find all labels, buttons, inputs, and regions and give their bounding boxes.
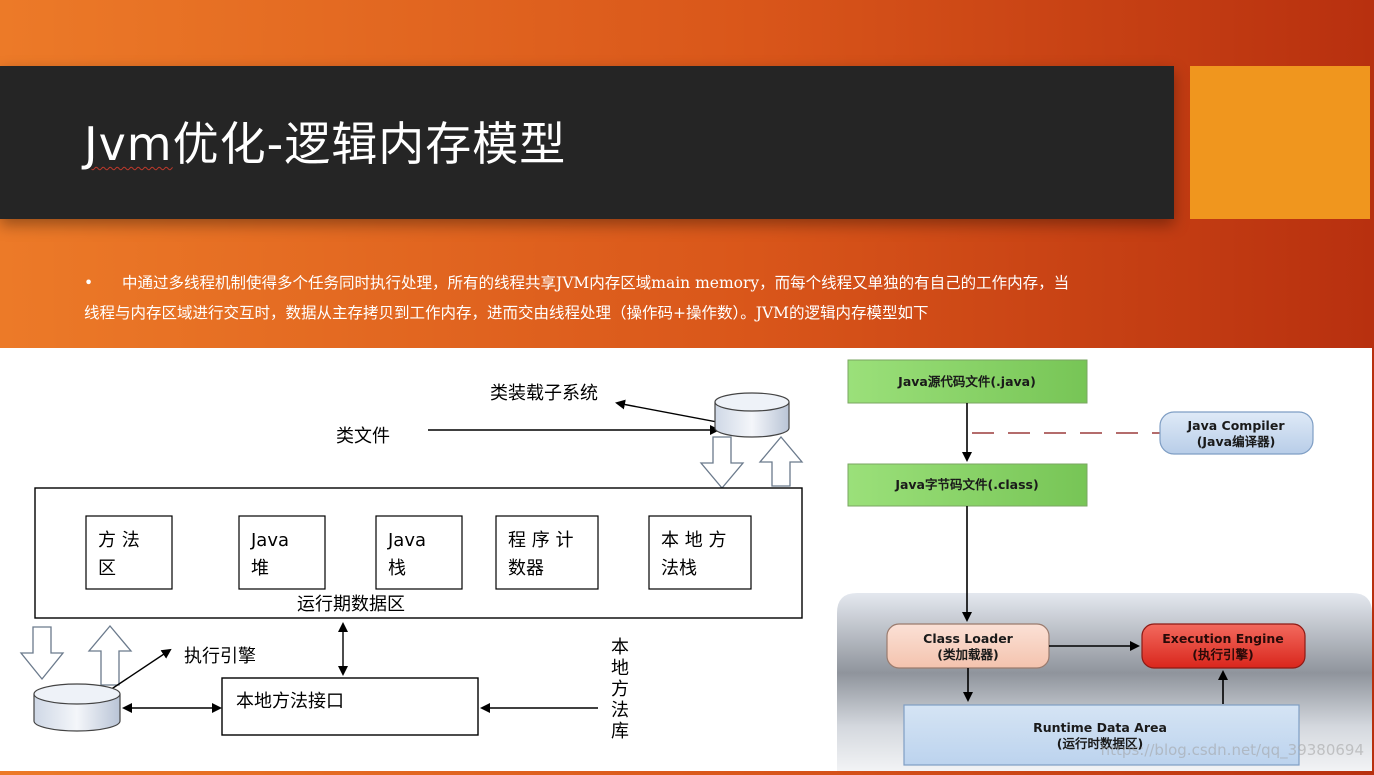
native-interface-label: 本地方法接口 (236, 691, 344, 712)
execution-engine-line1: Execution Engine (1162, 631, 1284, 646)
class-loader-line2: (类加载器) (937, 647, 998, 662)
diagrams-svg: 类装载子系统 类文件 运行期数据区 方 法 区 Java 堆 (19, 359, 1372, 771)
up-block-arrow-icon-2 (87, 624, 133, 686)
execution-engine-label: 执行引擎 (184, 646, 256, 667)
java-stack-line1: Java (387, 530, 426, 551)
paragraph-line-2: 线程与内存区域进行交互时，数据从主存拷贝到工作内存，进而交由线程处理（操作码+操… (84, 304, 929, 322)
diagram-area: 类装载子系统 类文件 运行期数据区 方 法 区 Java 堆 (0, 348, 1372, 771)
java-heap-box (238, 515, 326, 590)
java-stack-box (375, 515, 463, 590)
java-heap-line2: 堆 (251, 558, 269, 579)
native-library-char-5: 库 (611, 721, 629, 742)
down-block-arrow-icon-2 (19, 626, 65, 681)
top-disk-icon (714, 392, 790, 438)
title-rest: 优化-逻辑内存模型 (172, 117, 567, 171)
method-area-line1: 方 法 (98, 530, 140, 551)
runtime-area-line2: (运行时数据区) (1057, 736, 1143, 751)
right-jvm-flow-diagram: Java源代码文件(.java) Java Compiler (Java编译器)… (837, 359, 1372, 771)
java-compiler-line1: Java Compiler (1187, 418, 1286, 433)
java-bytecode-box (847, 463, 1088, 507)
class-loader-subsystem-label: 类装载子系统 (490, 383, 598, 404)
java-stack-line2: 栈 (388, 558, 406, 579)
java-heap-line1: Java (250, 530, 289, 551)
execution-engine-line2: (执行引擎) (1192, 647, 1253, 662)
program-counter-line2: 数器 (508, 558, 544, 579)
up-block-arrow-icon (758, 435, 804, 487)
method-area-line2: 区 (98, 558, 116, 579)
bottom-disk-icon (33, 683, 121, 732)
java-source-label: Java源代码文件(.java) (897, 374, 1036, 389)
class-loader-line1: Class Loader (923, 631, 1014, 646)
runtime-data-area-label: 运行期数据区 (297, 594, 405, 615)
title-bar (0, 66, 1174, 219)
watermark-text: https://blog.csdn.net/qq_39380694 (1100, 741, 1364, 759)
runtime-area-line1: Runtime Data Area (1033, 720, 1167, 735)
bullet-icon: • (84, 274, 94, 292)
java-compiler-box (1159, 411, 1314, 455)
runtime-area-box (903, 704, 1300, 766)
java-source-box (847, 359, 1088, 404)
native-library-char-3: 方 (611, 679, 629, 700)
native-stack-line2: 法栈 (661, 558, 697, 579)
program-counter-box (495, 515, 599, 590)
native-method-stack-box (648, 515, 752, 590)
native-stack-line1: 本 地 方 (661, 530, 726, 551)
java-compiler-line2: (Java编译器) (1197, 434, 1276, 449)
accent-box (1190, 66, 1370, 219)
down-block-arrow-icon (699, 436, 745, 490)
paragraph-line-1: 中通过多线程机制使得多个任务同时执行处理，所有的线程共享JVM内存区域main … (122, 274, 1070, 292)
title-jvm: Jvm (84, 117, 173, 171)
native-library-char-1: 本 (611, 637, 629, 658)
java-bytecode-label: Java字节码文件(.class) (894, 477, 1038, 492)
native-library-char-4: 法 (611, 700, 629, 721)
slide-title: Jvm优化-逻辑内存模型 (84, 108, 566, 174)
program-counter-line1: 程 序 计 (508, 530, 573, 551)
native-interface-box (221, 677, 479, 736)
left-memory-diagram: 类装载子系统 类文件 运行期数据区 方 法 区 Java 堆 (19, 383, 804, 742)
slide-paragraph: • 中通过多线程机制使得多个任务同时执行处理，所有的线程共享JVM内存区域main… (84, 268, 1144, 328)
native-library-label: 本 地 方 法 库 (611, 637, 629, 742)
execution-engine-box (1141, 623, 1306, 669)
class-file-label: 类文件 (336, 426, 390, 447)
native-library-char-2: 地 (611, 658, 629, 679)
method-area-box (85, 515, 173, 590)
